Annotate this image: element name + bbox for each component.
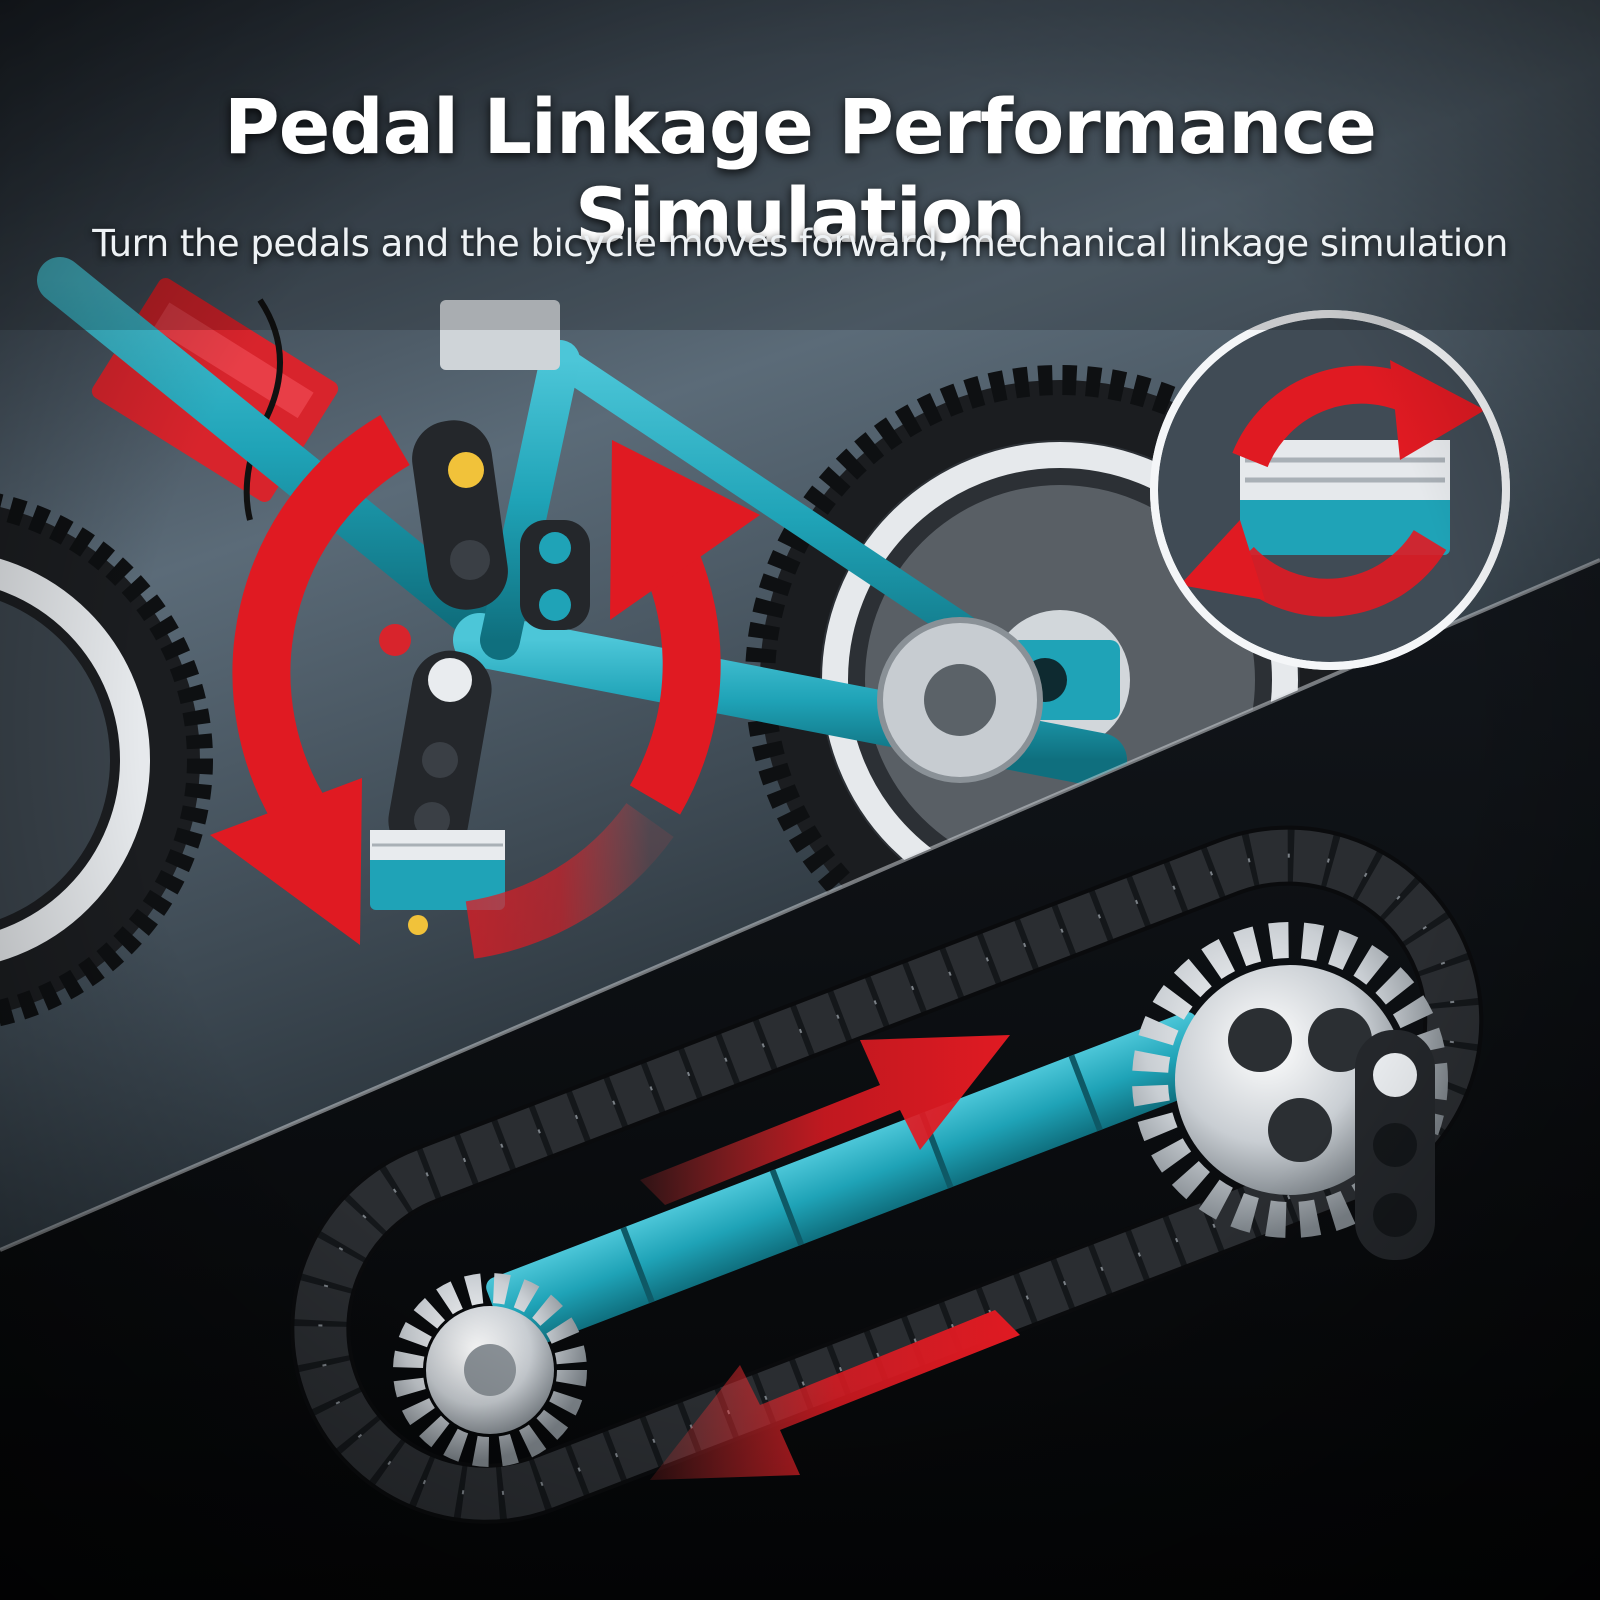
- headline: Pedal Linkage Performance Simulation: [224, 82, 1377, 260]
- subheadline: Turn the pedals and the bicycle moves fo…: [92, 222, 1508, 265]
